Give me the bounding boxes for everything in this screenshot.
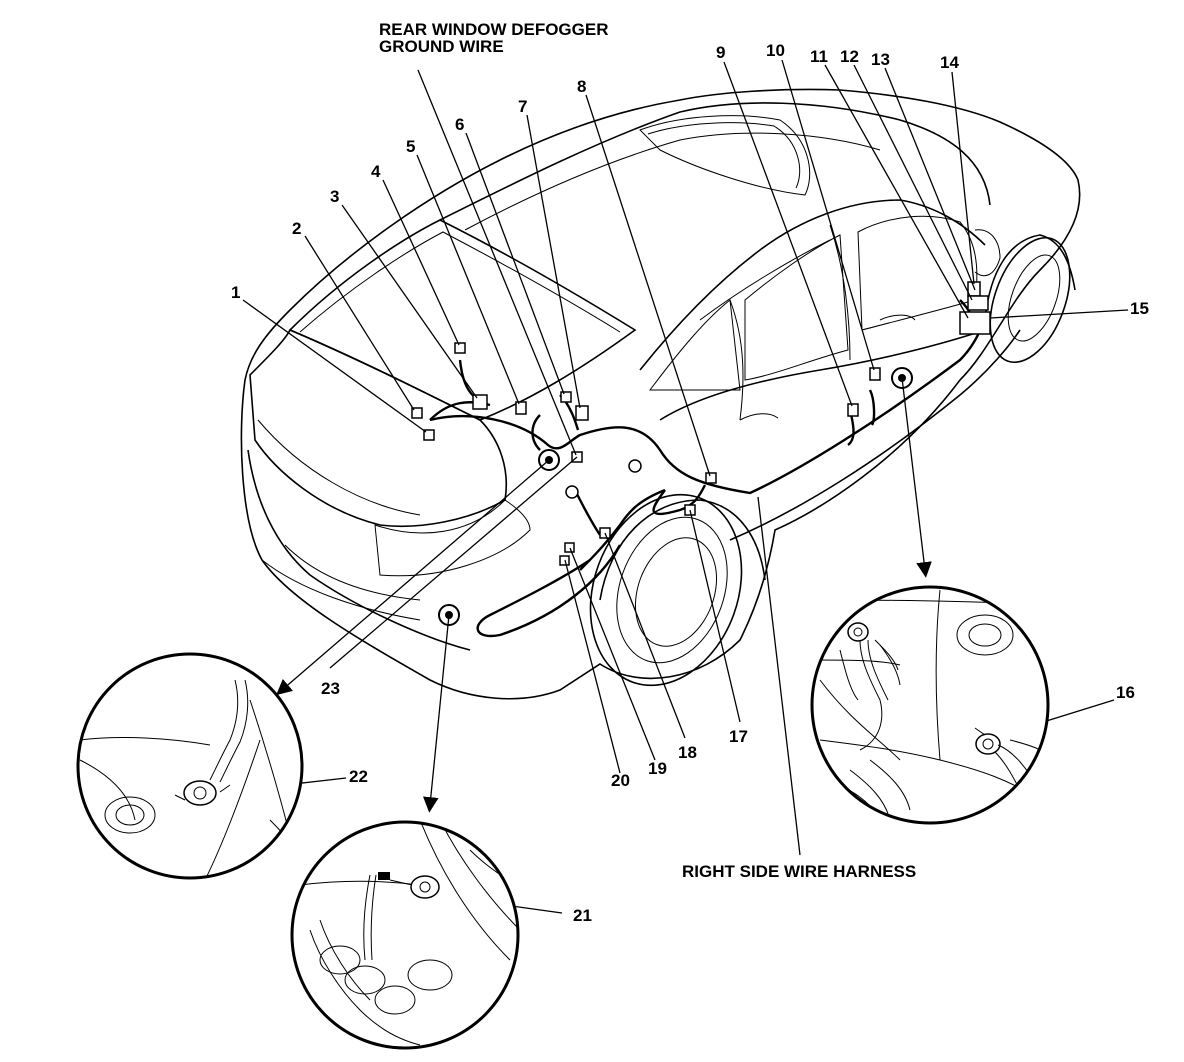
callout-13: 13 [871, 50, 890, 69]
callout-20: 20 [611, 771, 630, 790]
callout-18: 18 [678, 743, 697, 762]
callout-12: 12 [840, 47, 859, 66]
car-body [240, 88, 1081, 700]
callout-17: 17 [729, 727, 748, 746]
callout-16: 16 [1116, 683, 1135, 702]
connector-7 [575, 405, 589, 421]
callout-7: 7 [518, 97, 527, 116]
callout-14: 14 [940, 53, 959, 72]
detail-circle-16 [810, 585, 1050, 825]
caption-ground-wire: GROUND WIRE [379, 37, 504, 56]
connector-5 [515, 401, 527, 415]
connector-6 [560, 391, 572, 403]
connector-19 [564, 542, 575, 553]
callout-21: 21 [573, 906, 592, 925]
callout-9: 9 [716, 43, 725, 62]
callout-4: 4 [371, 162, 381, 181]
connector-8 [705, 472, 717, 484]
callout-numbers: 1 2 3 4 5 6 7 8 9 10 11 12 13 14 15 16 1… [231, 41, 1149, 925]
callout-15: 15 [1130, 299, 1149, 318]
callout-2: 2 [292, 219, 301, 238]
detail-circle-21 [290, 820, 520, 1050]
connector-10 [869, 367, 881, 381]
caption-right-side-wire-harness: RIGHT SIDE WIRE HARNESS [682, 862, 916, 881]
callout-5: 5 [406, 137, 415, 156]
callout-22: 22 [349, 767, 368, 786]
callout-8: 8 [577, 77, 586, 96]
connector-13 [967, 295, 989, 311]
connector-1 [423, 429, 435, 441]
callout-10: 10 [766, 41, 785, 60]
caption-rear-window-defogger: REAR WINDOW DEFOGGER [379, 20, 609, 39]
callout-19: 19 [648, 759, 667, 778]
connector-4 [454, 342, 466, 354]
connector-3 [472, 394, 488, 410]
leader-lines [214, 59, 1129, 914]
callout-1: 1 [231, 283, 240, 302]
connector-15 [959, 311, 991, 335]
callout-3: 3 [330, 187, 339, 206]
callout-6: 6 [455, 115, 464, 134]
callout-23: 23 [321, 679, 340, 698]
connector-9 [847, 403, 859, 417]
detail-circle-22 [76, 652, 304, 880]
captions: REAR WINDOW DEFOGGER GROUND WIRE RIGHT S… [379, 20, 916, 881]
callout-11: 11 [810, 47, 828, 66]
connector-2 [411, 407, 423, 419]
connectors [411, 281, 991, 566]
